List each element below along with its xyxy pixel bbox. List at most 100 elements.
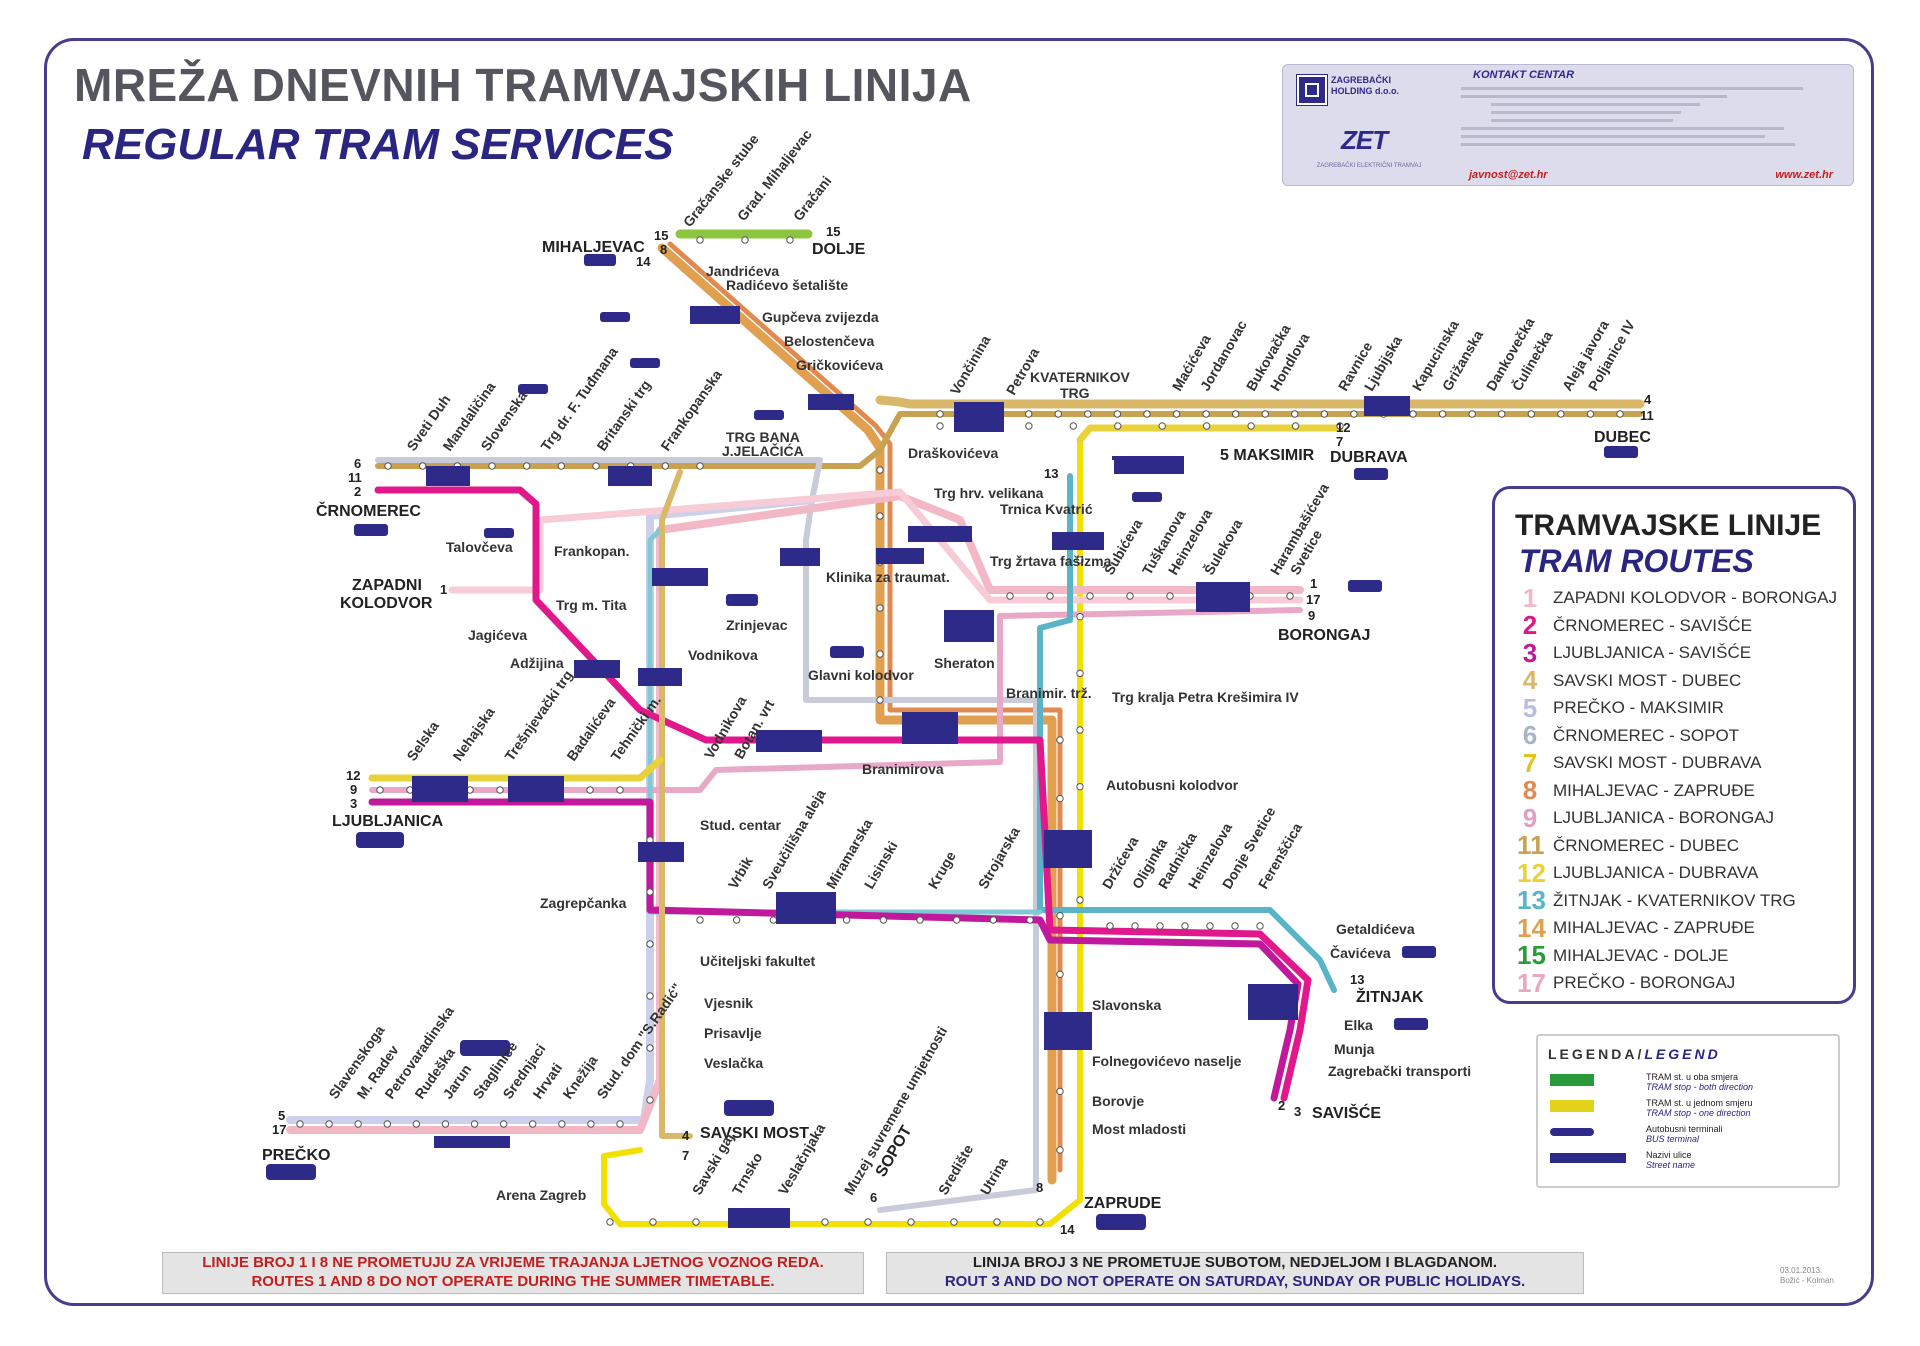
bus-terminal-icon: [1394, 1018, 1428, 1030]
stop-dot: [989, 916, 998, 924]
stop-dot: [325, 1120, 333, 1128]
stop-dot: [1076, 669, 1084, 678]
station-label: Zagrepčanka: [540, 895, 627, 911]
bus-terminal-icons: [266, 254, 1638, 1230]
stop-dot: [1409, 410, 1417, 418]
terminal-kolodvor: KOLODVOR: [340, 595, 433, 612]
station-label: Trešnjevački trg: [501, 667, 575, 764]
stop-dot: [1114, 422, 1122, 430]
route-number: 6: [354, 456, 361, 471]
street-box: [608, 466, 652, 486]
contact-web-link[interactable]: www.zet.hr: [1775, 169, 1833, 181]
route-name: ČRNOMEREC - SOPOT: [1553, 725, 1740, 745]
stop-dot: [587, 1120, 595, 1128]
route-number: 9: [1522, 802, 1538, 833]
station-kvaternikov: KVATERNIKOV: [1030, 369, 1130, 385]
bus-terminal-icon: [518, 384, 548, 394]
holding-name: ZAGREBAČKI HOLDING d.o.o.: [1331, 75, 1399, 96]
route-4-line: [875, 395, 1645, 409]
route-1-line: [448, 488, 1304, 604]
contact-center-panel: ZAGREBAČKI HOLDING d.o.o. ZET ZAGREBAČKI…: [1282, 64, 1854, 186]
street-box: [508, 776, 564, 802]
street-box: [1196, 582, 1250, 612]
station-label: Trnica Kvatrić: [1000, 501, 1093, 517]
stop-dot: [1126, 592, 1134, 600]
route-number: 11: [1640, 408, 1654, 423]
routes-title-en: TRAM ROUTES: [1519, 543, 1754, 579]
route-number: 2: [354, 484, 361, 499]
stop-dot: [1350, 410, 1358, 418]
stop-dot: [821, 1218, 829, 1226]
stop-dot: [649, 1218, 657, 1226]
station-label: Draškovićeva: [908, 445, 999, 461]
route-name: LJUBLJANICA - BORONGAJ: [1553, 808, 1775, 827]
station-label: Trnsko: [729, 1150, 766, 1198]
weekend-notice-en: ROUT 3 AND DO NOT OPERATE ON SATURDAY, S…: [944, 1273, 1526, 1290]
station-label: Vrbik: [725, 854, 756, 892]
legend-swatch: [1550, 1074, 1594, 1086]
route-number: 8: [1036, 1180, 1043, 1195]
terminal-savski-most: SAVSKI MOST: [700, 1125, 809, 1142]
station-label: Borovje: [1092, 1093, 1144, 1109]
route-2-line: [374, 486, 1312, 1102]
bus-terminal-icon: [1132, 492, 1162, 502]
contact-heading: KONTAKT CENTAR: [1473, 69, 1575, 81]
stop-dot: [1557, 410, 1565, 418]
station-label: Branimirova: [862, 761, 944, 777]
station-label: Adžijina: [510, 655, 564, 671]
street-box: [944, 610, 994, 642]
stop-dot: [1498, 410, 1506, 418]
stop-dot: [1025, 422, 1033, 430]
station-label: Talovčeva: [446, 539, 513, 555]
route-number: 8: [660, 242, 667, 257]
stop-dot: [1113, 410, 1122, 418]
street-box: [954, 402, 1004, 432]
bus-terminal-icon: [724, 1100, 774, 1116]
stop-dot: [616, 1120, 624, 1128]
bus-terminal-icon: [484, 528, 514, 538]
stop-dot: [1076, 612, 1084, 621]
stop-dot: [916, 916, 924, 924]
street-box: [574, 660, 620, 678]
street-box: [902, 712, 958, 744]
station-label: Trg m. Tita: [556, 597, 627, 613]
stop-dot: [1069, 422, 1078, 430]
route-number: 2: [1278, 1098, 1285, 1113]
stop-dot: [1076, 726, 1084, 734]
route-name: PREČKO - MAKSIMIR: [1553, 698, 1724, 717]
stop-dot: [661, 462, 670, 470]
stop-dot: [950, 1218, 958, 1226]
stop-dot: [1616, 410, 1624, 418]
station-label: Slavonska: [1092, 997, 1161, 1013]
contact-email-link[interactable]: javnost@zet.hr: [1469, 169, 1548, 181]
street-box: [652, 568, 708, 586]
summer-notice: LINIJE BROJ 1 I 8 NE PROMETUJU ZA VRIJEM…: [162, 1252, 864, 1294]
stop-dot: [696, 916, 704, 924]
station-label: Stud. centar: [700, 817, 781, 833]
stop-dot: [1056, 736, 1064, 744]
terminal-maksimir: 5 MAKSIMIR: [1220, 447, 1315, 464]
bus-terminal-icon: [1402, 946, 1436, 958]
station-label: Središte: [935, 1141, 977, 1197]
stop-dot: [1046, 592, 1054, 600]
route-number: 13: [1044, 466, 1058, 481]
route-name: ČRNOMEREC - DUBEC: [1553, 835, 1740, 855]
station-label: Muzej suvremene umjetnosti: [841, 1024, 951, 1198]
stop-dot: [1527, 410, 1536, 418]
route-4s-line: [659, 469, 693, 1139]
stop-dot: [1286, 592, 1294, 600]
station-label: Klinika za traumat.: [826, 569, 950, 585]
bus-terminal-icon: [354, 524, 388, 536]
stop-dot: [606, 1218, 614, 1226]
weekend-notice-hr: LINIJA BROJ 3 NE PROMETUJE SUBOTOM, NEDJ…: [972, 1254, 1498, 1271]
station-label: Lisinski: [861, 838, 901, 891]
station-label: Selska: [403, 718, 442, 764]
stop-dot: [876, 650, 884, 658]
